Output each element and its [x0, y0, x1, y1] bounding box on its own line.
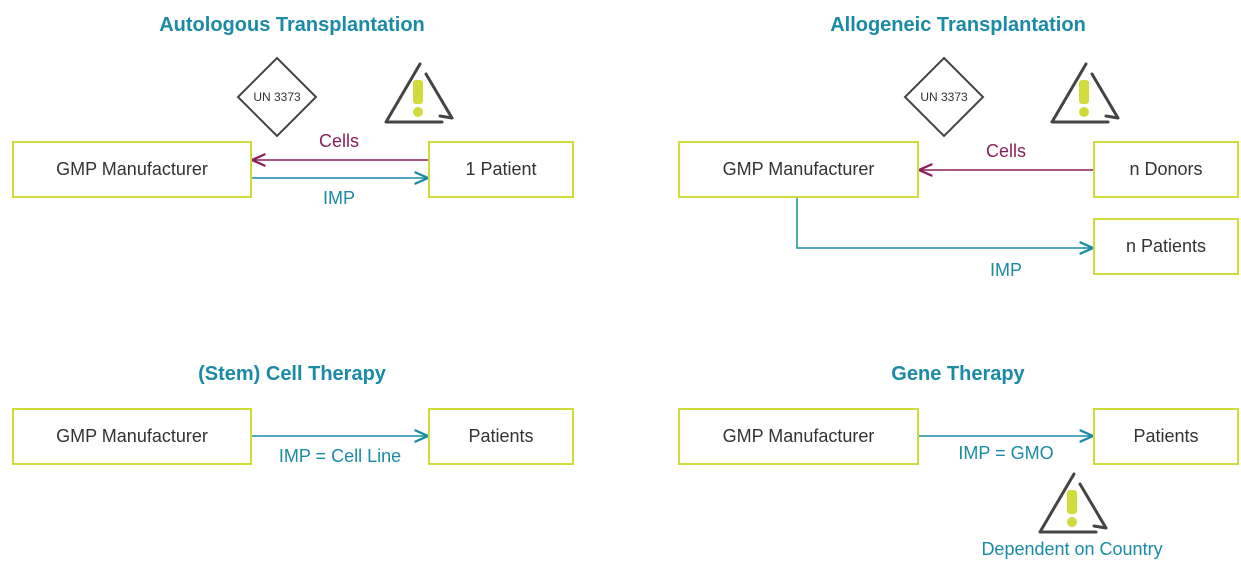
- warning-triangle-icon: [384, 62, 454, 124]
- un-code-label: UN 3373: [920, 90, 968, 104]
- panel-title: (Stem) Cell Therapy: [198, 363, 386, 385]
- donors-box: n Donors: [1093, 141, 1239, 198]
- cells-label: Cells: [985, 141, 1027, 161]
- panel-title: Gene Therapy: [891, 363, 1025, 385]
- patients-box: Patients: [428, 408, 574, 465]
- panel-title: Allogeneic Transplantation: [830, 14, 1086, 36]
- imp-arrow: [796, 195, 1093, 248]
- imp-label: IMP: [322, 188, 356, 208]
- warning-triangle-icon: [1038, 472, 1108, 534]
- patients-box: Patients: [1093, 408, 1239, 465]
- gmp-manufacturer-box: GMP Manufacturer: [678, 141, 919, 198]
- un-code-label: UN 3373: [253, 90, 301, 104]
- cells-label: Cells: [318, 131, 360, 151]
- country-note: Dependent on Country: [981, 539, 1163, 559]
- warning-triangle-icon: [1050, 62, 1120, 124]
- gmp-manufacturer-box: GMP Manufacturer: [678, 408, 919, 465]
- imp-label: IMP = Cell Line: [278, 446, 402, 466]
- patients-box: n Patients: [1093, 218, 1239, 275]
- imp-label: IMP: [989, 260, 1023, 280]
- un-diamond-icon: [903, 56, 985, 138]
- un-diamond-icon: [236, 56, 318, 138]
- imp-label: IMP = GMO: [958, 443, 1054, 463]
- gmp-manufacturer-box: GMP Manufacturer: [12, 141, 252, 198]
- gmp-manufacturer-box: GMP Manufacturer: [12, 408, 252, 465]
- panel-title: Autologous Transplantation: [159, 14, 425, 36]
- patient-box: 1 Patient: [428, 141, 574, 198]
